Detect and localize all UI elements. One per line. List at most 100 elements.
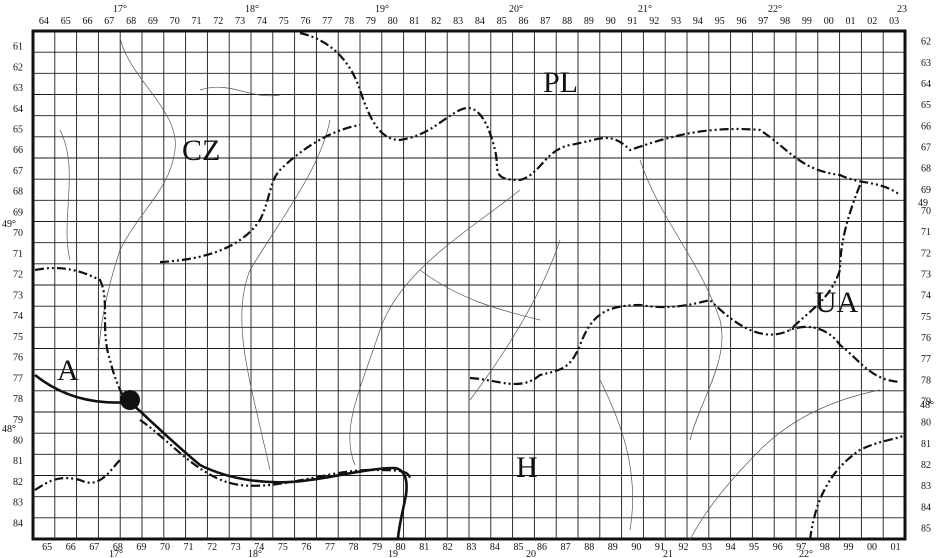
right-tick-label: 62 <box>921 37 931 48</box>
right-tick-label: 72 <box>921 248 931 259</box>
right-tick-label: 73 <box>921 269 931 280</box>
top-degree-label: 20° <box>509 4 523 15</box>
bottom-tick-label: 72 <box>207 542 217 553</box>
left-tick-label: 84 <box>13 518 23 529</box>
river-small-1 <box>59 129 71 261</box>
bottom-tick-label: 77 <box>325 542 335 553</box>
top-tick-label: 89 <box>584 16 594 27</box>
left-tick-label: 80 <box>13 436 23 447</box>
bottom-degree-label: 21 <box>663 549 673 558</box>
lat-label-left-48: 48° <box>2 424 16 435</box>
top-tick-label: 90 <box>606 16 616 27</box>
top-degree-labels: 17°18°19°20°21°22°23 <box>113 4 907 15</box>
left-tick-label: 70 <box>13 228 23 239</box>
top-tick-label: 00 <box>824 16 834 27</box>
top-tick-label: 69 <box>148 16 158 27</box>
bottom-tick-label: 69 <box>136 542 146 553</box>
left-tick-label: 76 <box>13 353 23 364</box>
bottom-tick-label: 84 <box>490 542 500 553</box>
river-hornad <box>639 159 723 441</box>
top-tick-label: 01 <box>846 16 856 27</box>
top-tick-label: 65 <box>61 16 71 27</box>
top-degree-label: 21° <box>638 4 652 15</box>
top-tick-label: 02 <box>867 16 877 27</box>
left-tick-label: 83 <box>13 498 23 509</box>
top-tick-label: 84 <box>475 16 485 27</box>
river-small-2 <box>419 269 541 321</box>
top-tick-label: 78 <box>344 16 354 27</box>
lat-label-right-49: 49 <box>918 198 928 209</box>
top-tick-label: 88 <box>562 16 572 27</box>
river-small-3 <box>199 86 281 97</box>
top-tick-label: 83 <box>453 16 463 27</box>
locality-marker <box>120 390 140 410</box>
top-tick-label: 96 <box>737 16 747 27</box>
border-at <box>34 266 126 401</box>
bottom-tick-label: 82 <box>443 542 453 553</box>
top-degree-label: 19° <box>375 4 389 15</box>
top-tick-label: 67 <box>104 16 114 27</box>
top-tick-label: 80 <box>388 16 398 27</box>
country-label-ua: UA <box>815 286 859 319</box>
bottom-tick-label: 79 <box>372 542 382 553</box>
right-tick-label: 74 <box>921 291 931 302</box>
top-tick-label: 98 <box>780 16 790 27</box>
right-tick-label: 63 <box>921 58 931 69</box>
left-tick-label: 78 <box>13 394 23 405</box>
right-tick-label: 75 <box>921 312 931 323</box>
left-tick-label: 65 <box>13 124 23 135</box>
bottom-degree-label: 20 <box>526 549 536 558</box>
grid-tick-labels: 64 65 66 67 68 69 70 71 72 73 74 75 76 77 78 79 80 81 82 83… <box>13 16 931 553</box>
border-ua-ro <box>808 434 906 541</box>
bottom-tick-label: 00 <box>867 542 877 553</box>
right-tick-label: 85 <box>921 523 931 534</box>
top-tick-label: 95 <box>715 16 725 27</box>
top-degree-label: 23 <box>897 4 907 15</box>
country-label-cz: CZ <box>182 134 220 167</box>
top-tick-label: 93 <box>671 16 681 27</box>
bottom-tick-label: 66 <box>66 542 76 553</box>
left-tick-label: 81 <box>13 456 23 467</box>
top-tick-label: 72 <box>213 16 223 27</box>
left-tick-label: 74 <box>13 311 23 322</box>
top-tick-label: 73 <box>235 16 245 27</box>
bottom-tick-label: 98 <box>820 542 830 553</box>
right-tick-label: 78 <box>921 375 931 386</box>
right-tick-label: 64 <box>921 79 931 90</box>
left-tick-label: 64 <box>13 104 23 115</box>
top-tick-label: 70 <box>170 16 180 27</box>
bottom-tick-label: 71 <box>184 542 194 553</box>
bottom-tick-label: 70 <box>160 542 170 553</box>
lat-label-left-49: 49° <box>2 219 16 230</box>
border-hu <box>139 298 901 487</box>
bottom-tick-label: 83 <box>466 542 476 553</box>
bottom-tick-label: 01 <box>891 542 901 553</box>
river-vah <box>241 119 331 471</box>
right-tick-label: 67 <box>921 142 931 153</box>
bottom-tick-label: 68 <box>113 542 123 553</box>
right-tick-label: 83 <box>921 481 931 492</box>
bottom-tick-label: 89 <box>608 542 618 553</box>
bottom-tick-label: 78 <box>349 542 359 553</box>
top-tick-label: 87 <box>540 16 550 27</box>
left-tick-label: 82 <box>13 477 23 488</box>
bottom-degree-label: 22° <box>799 549 813 558</box>
country-label-a: A <box>57 354 79 387</box>
bottom-tick-label: 65 <box>42 542 52 553</box>
top-tick-label: 79 <box>366 16 376 27</box>
right-tick-label: 81 <box>921 439 931 450</box>
left-tick-label: 63 <box>13 83 23 94</box>
top-tick-label: 81 <box>410 16 420 27</box>
bottom-tick-label: 74 <box>254 542 264 553</box>
bottom-tick-label: 99 <box>843 542 853 553</box>
top-tick-label: 03 <box>889 16 899 27</box>
left-tick-label: 73 <box>13 290 23 301</box>
left-tick-label: 61 <box>13 42 23 53</box>
right-tick-label: 65 <box>921 100 931 111</box>
rivers <box>59 37 881 541</box>
river-small-4 <box>599 379 633 531</box>
right-tick-label: 69 <box>921 185 931 196</box>
right-tick-label: 82 <box>921 460 931 471</box>
